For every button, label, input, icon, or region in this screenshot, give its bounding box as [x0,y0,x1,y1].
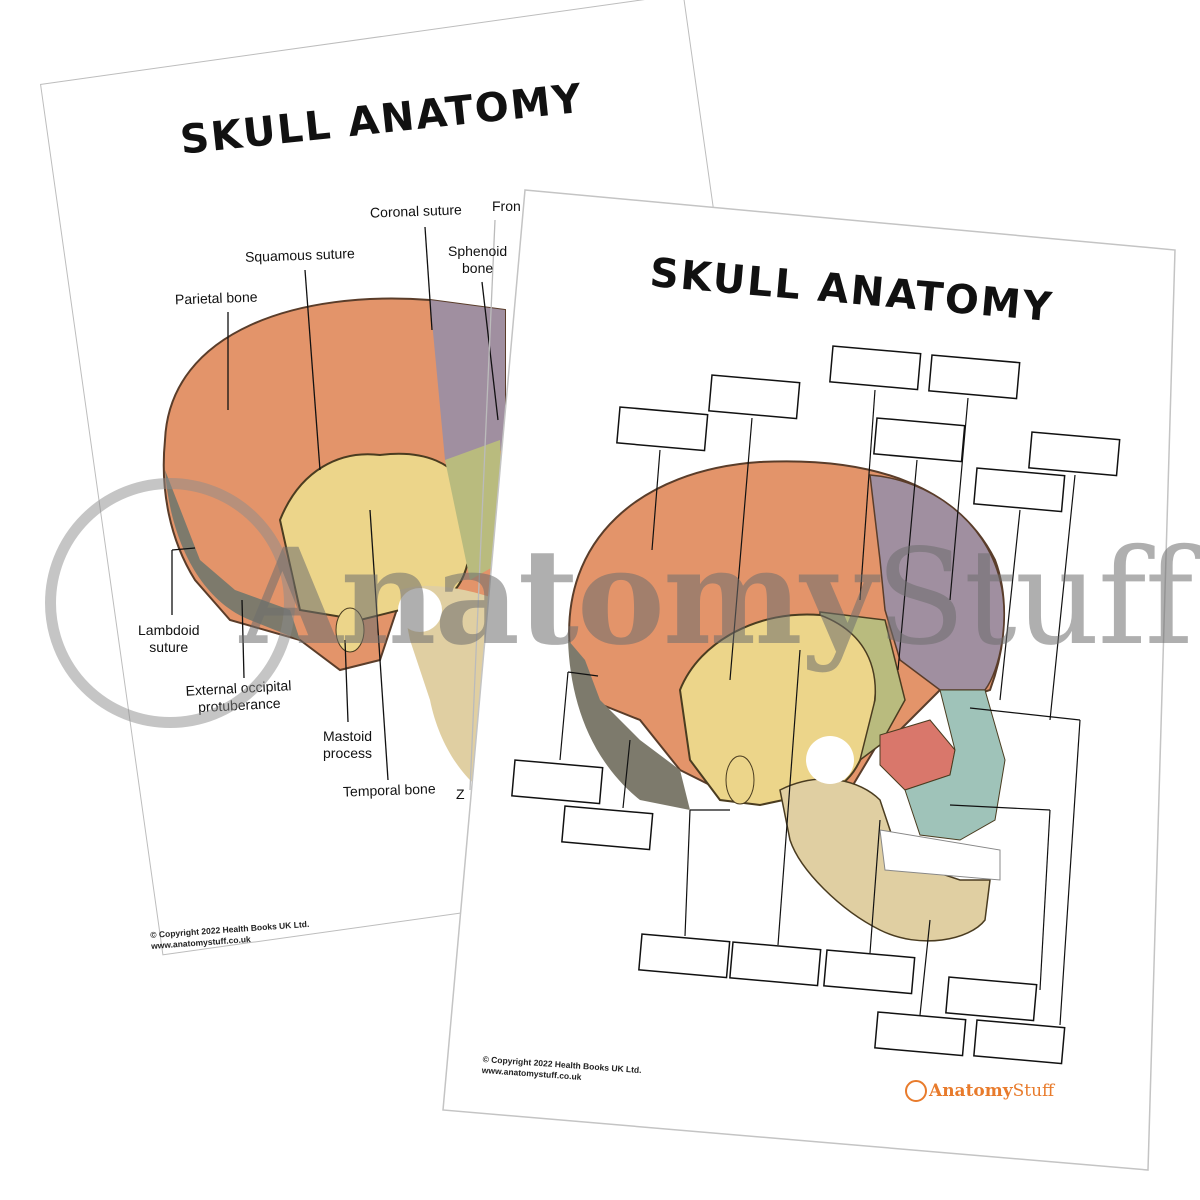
label-frontal-bone-partial: Fron [492,198,521,214]
watermark-logo-circle [45,478,295,728]
label-zygomatic-partial: Z [456,786,465,802]
label-mastoid-process: Mastoid process [323,728,373,761]
front-leader-lines [559,389,1081,1026]
label-temporal-bone: Temporal bone [342,780,436,800]
front-skull [568,460,1006,942]
watermark-text: AnatomyStuff [240,520,1194,675]
logo-head-icon [905,1080,927,1102]
anatomystuff-logo: AnatomyStuff [905,1080,1054,1102]
label-parietal-bone: Parietal bone [174,288,258,308]
label-sphenoid-bone: Sphenoid bone [448,243,508,276]
label-coronal-suture: Coronal suture [369,201,463,221]
front-label-boxes [511,345,1121,1065]
